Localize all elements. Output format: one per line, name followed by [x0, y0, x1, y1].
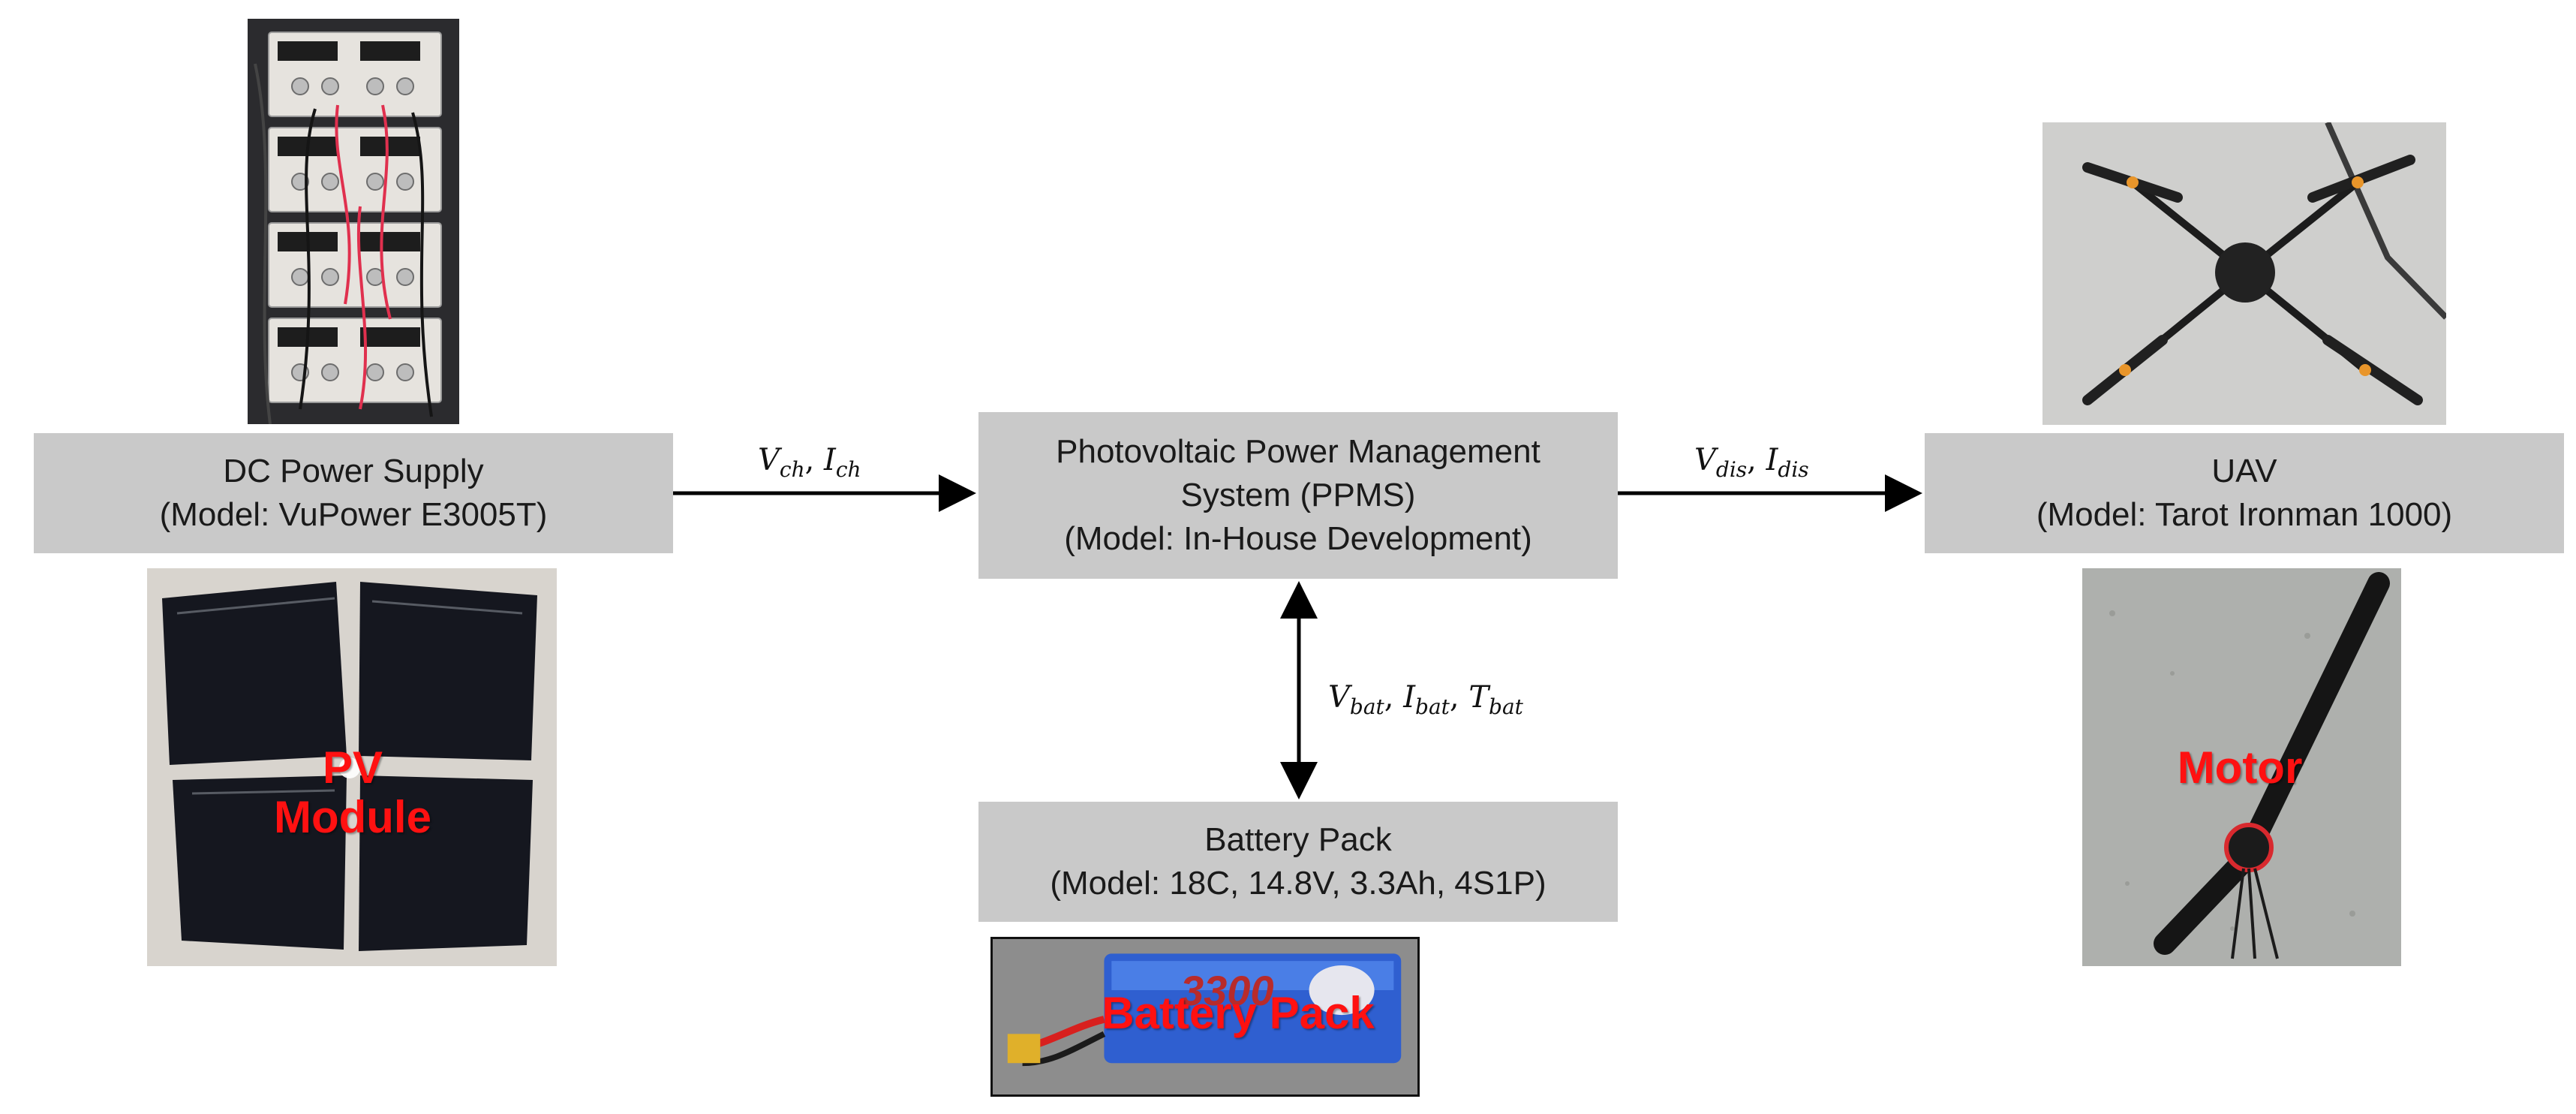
uav-model: (Model: Tarot Ironman 1000) — [2036, 496, 2453, 533]
ppms-title-line1: Photovoltaic Power Management — [1056, 433, 1540, 470]
propeller — [2154, 572, 2390, 955]
dc-power-supply-block: DC Power Supply (Model: VuPower E3005T) — [34, 433, 673, 553]
pv-module-label: PV Module — [255, 743, 450, 842]
uav-photo — [2042, 122, 2446, 425]
dc-power-supply-photo — [248, 19, 459, 424]
solar-cell — [162, 582, 537, 951]
pv-module-photo — [147, 568, 557, 966]
ppms-title-line2: System (PPMS) — [1180, 477, 1416, 513]
battery-pack-photo: 3300 — [990, 937, 1420, 1097]
separator: , — [1747, 443, 1766, 477]
battery-current-subscript: bat — [1415, 694, 1450, 719]
battery-voltage-symbol: V — [1328, 680, 1350, 715]
uav-hub — [2215, 242, 2275, 303]
battery-signal-label: Vbat, Ibat, Tbat — [1328, 680, 1523, 719]
ppms-model: (Model: In-House Development) — [1064, 520, 1532, 557]
discharge-signal-label: Vdis, Idis — [1694, 443, 1809, 482]
battery-voltage-subscript: bat — [1349, 694, 1384, 719]
motor-label: Motor — [2177, 742, 2303, 793]
battery-current-symbol: I — [1403, 680, 1416, 715]
discharge-voltage-symbol: V — [1694, 443, 1716, 477]
battery-capacity-label: 3300 — [1180, 967, 1274, 1014]
dc-power-supply-title: DC Power Supply — [223, 453, 484, 489]
pv-module-label-line2: Module — [274, 792, 431, 842]
separator: , — [804, 443, 825, 477]
pv-module-label-line1: PV — [322, 742, 383, 793]
uav-title: UAV — [2211, 453, 2277, 489]
charge-signal-label: Vch, Ich — [758, 443, 861, 482]
battery-temperature-subscript: bat — [1489, 694, 1523, 719]
battery-pack-label: Battery Pack — [1102, 988, 1375, 1038]
battery-temperature-symbol: T — [1468, 680, 1489, 715]
separator: , — [1449, 680, 1469, 715]
discharge-voltage-subscript: dis — [1715, 457, 1748, 482]
discharge-current-symbol: I — [1766, 443, 1778, 477]
xt60-connector — [1007, 1034, 1041, 1064]
motor-photo — [2082, 568, 2401, 966]
separator: , — [1384, 680, 1404, 715]
discharge-current-subscript: dis — [1778, 457, 1809, 482]
dc-power-supply-model: (Model: VuPower E3005T) — [159, 496, 548, 533]
charge-current-subscript: ch — [835, 457, 861, 482]
battery-pack-block: Battery Pack (Model: 18C, 14.8V, 3.3Ah, … — [978, 802, 1618, 922]
ppms-block: Photovoltaic Power Management System (PP… — [978, 412, 1618, 579]
battery-pack-title: Battery Pack — [1204, 821, 1392, 858]
charge-voltage-subscript: ch — [779, 457, 805, 482]
battery-pack-model: (Model: 18C, 14.8V, 3.3Ah, 4S1P) — [1050, 865, 1547, 902]
uav-block: UAV (Model: Tarot Ironman 1000) — [1925, 433, 2564, 553]
charge-current-symbol: I — [824, 443, 836, 477]
charge-voltage-symbol: V — [758, 443, 780, 477]
